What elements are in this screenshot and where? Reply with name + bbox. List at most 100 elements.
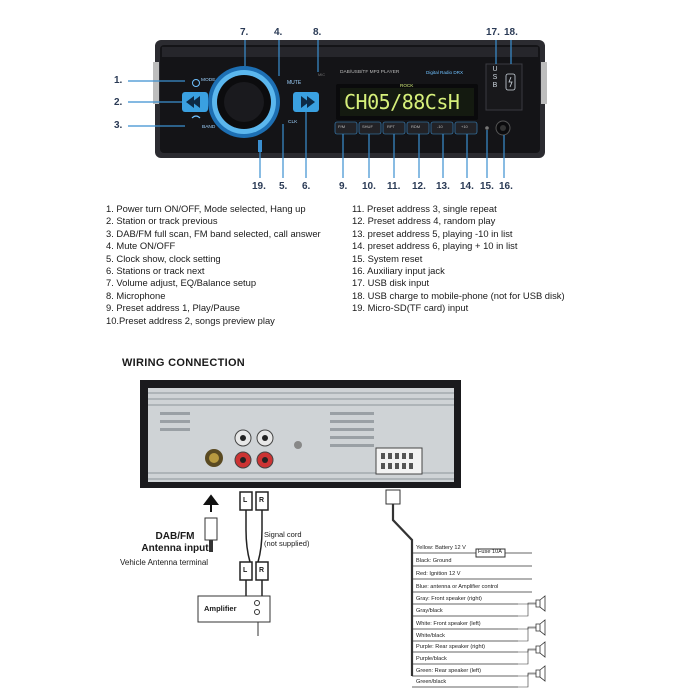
rca-jacks [234, 429, 274, 469]
amplifier-label: Amplifier [204, 604, 237, 613]
legend-item: 8. Microphone [106, 289, 166, 301]
callout-11: 11. [387, 181, 401, 192]
fuse-label: Fuse 10A [478, 549, 502, 555]
harness-wires [412, 552, 532, 688]
legend-item: 11. Preset address 3, single repeat [352, 203, 497, 214]
preset-2-label: SHUF [362, 124, 373, 129]
usb-label-s: S [492, 74, 498, 81]
legend-item: 1. Power turn ON/OFF, Mode selected, Han… [106, 203, 306, 214]
reset-hole [485, 126, 489, 130]
legend-item: 3. DAB/FM full scan, FM band selected, c… [106, 227, 321, 239]
battery-icon [505, 73, 516, 91]
callout-leaders [128, 40, 512, 178]
legend-item: 15. System reset [352, 252, 423, 264]
legend-item: 17. USB disk input [352, 277, 430, 289]
callout-5: 5. [279, 181, 288, 192]
preset-buttons [334, 121, 478, 135]
callout-16: 16. [499, 181, 513, 192]
usb-label-b: B [492, 82, 498, 89]
signal-cord-line1: Signal cord [264, 530, 302, 539]
ground-screw [294, 441, 302, 449]
dab-text: Digital Radio DRX [426, 70, 464, 75]
legend-item: 13. preset address 5, playing -10 in lis… [352, 227, 513, 239]
rca-label-r-top: R [259, 497, 265, 504]
brand-text: DAB/USB/TF MP3 PLAYER [340, 70, 400, 75]
fuse-box [475, 548, 506, 558]
legend-item: 7. Volume adjust, EQ/Balance setup [106, 277, 257, 289]
preset-1-label: P/M [338, 124, 346, 129]
wire-label: Green/black [416, 679, 447, 685]
legend-item: 14. preset address 6, playing + 10 in li… [352, 240, 518, 252]
wire-label: Blue: antenna or Amplifier control [416, 584, 499, 590]
antenna-arrow-icon [203, 494, 219, 512]
rca-cables [239, 491, 269, 620]
rca-label-l-top: L [243, 497, 248, 504]
lcd-display-text: CH05/88CsH [344, 90, 460, 114]
phone-icon [191, 115, 201, 119]
vent-slots [160, 412, 374, 447]
callout-4: 4. [274, 27, 283, 38]
mount-ear-right [541, 62, 547, 104]
preset-3-label: RPT [387, 124, 395, 129]
rca-label-l-bottom: L [243, 567, 248, 574]
clk-label: CLK [288, 120, 298, 125]
wire-label: Purple: Rear speaker (right) [416, 644, 486, 650]
legend-item: 6. Stations or track next [106, 265, 205, 277]
callout-3: 3. [114, 120, 123, 131]
preset-4-label: RDM [411, 124, 421, 129]
harness-plug [385, 489, 401, 505]
wire-label: White: Front speaker (left) [416, 621, 481, 627]
usb-panel [485, 63, 523, 111]
legend-right: 11. Preset address 3, single repeat 12. … [352, 203, 565, 315]
callout-9: 9. [339, 181, 348, 192]
wire-label: Red: Ignition 12 V [416, 571, 461, 577]
iso-connector [375, 447, 423, 475]
usb-label-u: U [492, 66, 498, 73]
legend-item: 16. Auxiliary input jack [352, 265, 445, 277]
callout-17: 17. [486, 27, 500, 38]
rock-text: ROCK [400, 83, 414, 88]
band-label: BAND [202, 125, 216, 130]
callout-6: 6. [302, 181, 311, 192]
callout-2: 2. [114, 97, 123, 108]
mute-label: MUTE [287, 80, 302, 86]
callout-15: 15. [480, 181, 494, 192]
legend-item: 12. Preset address 4, random play [352, 215, 496, 227]
wire-label: Yellow: Battery 12 V [416, 545, 466, 551]
legend-item: 19. Micro-SD(TF card) input [352, 302, 469, 314]
antenna-title-line2: Antenna input [141, 543, 209, 554]
callout-18: 18. [504, 27, 518, 38]
usb-label: U S B [490, 66, 500, 90]
rca-label-r-bottom: R [259, 567, 265, 574]
wire-label: Gray: Front speaker (right) [416, 596, 482, 602]
antenna-title: DAB/FM Antenna input [140, 531, 210, 555]
preset-6-label: +10 [461, 124, 468, 129]
wire-label: Gray/black [416, 608, 443, 614]
wire-label: White/black [416, 633, 445, 639]
legend-item: 10.Preset address 2, songs preview play [106, 314, 275, 326]
legend-left: 1. Power turn ON/OFF, Mode selected, Han… [106, 203, 321, 327]
harness-trunk [391, 504, 414, 676]
callout-14: 14. [460, 181, 474, 192]
power-icon [192, 79, 200, 87]
antenna-title-line1: DAB/FM [155, 531, 195, 542]
antenna-subtitle: Vehicle Antenna terminal [120, 558, 209, 567]
wire-label: Purple/black [416, 656, 447, 662]
callout-12: 12. [412, 181, 426, 192]
wiring-title: WIRING CONNECTION [122, 357, 246, 369]
legend-item: 9. Preset address 1, Play/Pause [106, 302, 240, 314]
wire-label: Black: Ground [416, 558, 452, 564]
legend-item: 5. Clock show, clock setting [106, 252, 221, 264]
signal-cord-line2: (not supplied) [264, 539, 310, 548]
preset-5-label: -10 [437, 124, 443, 129]
mic-label: MIC [318, 73, 325, 77]
callout-1: 1. [114, 75, 123, 86]
mode-label: MODE [201, 78, 216, 83]
callout-10: 10. [362, 181, 376, 192]
legend-item: 2. Station or track previous [106, 215, 218, 227]
radio-front-panel [128, 40, 547, 178]
callout-13: 13. [436, 181, 450, 192]
legend-item: 18. USB charge to mobile-phone (not for … [352, 289, 565, 301]
callout-8: 8. [313, 27, 322, 38]
